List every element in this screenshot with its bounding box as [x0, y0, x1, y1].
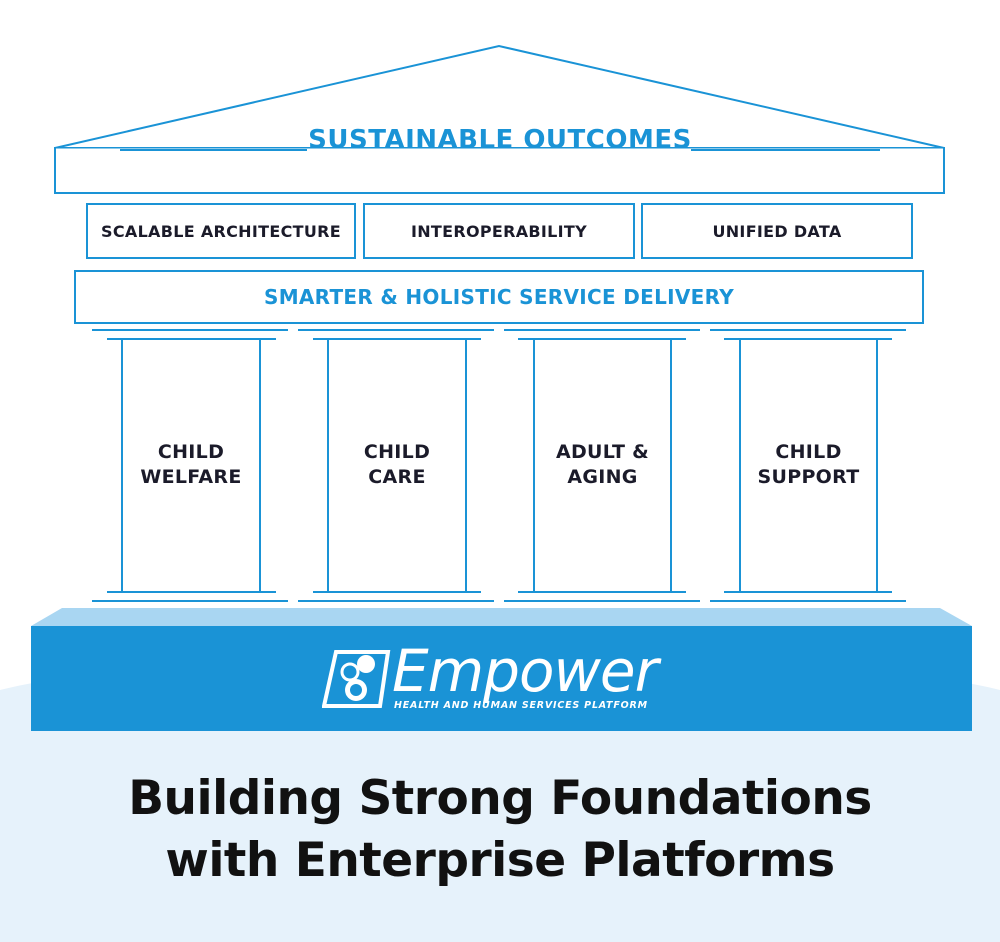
pillar-label-line1: CHILD	[775, 441, 842, 463]
pillar-label-line2: AGING	[567, 466, 638, 488]
service-delivery-band: SMARTER & HOLISTIC SERVICE DELIVERY	[74, 270, 924, 324]
empower-logo-word: Empower	[392, 637, 658, 705]
capability-interoperability: INTEROPERABILITY	[363, 203, 635, 259]
pillar-child-support-label: CHILD SUPPORT	[740, 440, 877, 490]
empower-logo: Empower HEALTH AND HUMAN SERVICES PLATFO…	[322, 638, 702, 716]
headline-line1: Building Strong Foundations	[128, 771, 872, 826]
pillars-graphic	[92, 329, 906, 602]
empower-logo-tagline: HEALTH AND HUMAN SERVICES PLATFORM	[394, 700, 648, 711]
capability-label: SCALABLE ARCHITECTURE	[101, 221, 341, 241]
pillar-child-care-label: CHILD CARE	[328, 440, 466, 490]
pillar-child-support-column	[710, 329, 906, 602]
pillar-child-welfare-label: CHILD WELFARE	[122, 440, 260, 490]
empower-people-icon	[322, 650, 391, 708]
foundation-base	[31, 626, 972, 731]
pillar-label-line1: CHILD	[363, 441, 431, 463]
capability-label: INTEROPERABILITY	[410, 221, 588, 241]
service-delivery-label: SMARTER & HOLISTIC SERVICE DELIVERY	[264, 285, 734, 309]
capability-unified-data: UNIFIED DATA	[641, 203, 913, 259]
pillar-adult-aging-label: ADULT & AGING	[534, 440, 671, 490]
roof-pediment	[54, 44, 945, 194]
pillar-child-welfare-column	[92, 329, 288, 602]
pillar-child-care-column	[298, 329, 494, 602]
pillar-label-line2: WELFARE	[140, 466, 242, 488]
pillar-label-line1: CHILD	[157, 441, 225, 463]
pillar-adult-aging-column	[504, 329, 700, 602]
roof-title: SUSTAINABLE OUTCOMES	[308, 125, 692, 155]
capability-scalable-architecture: SCALABLE ARCHITECTURE	[86, 203, 356, 259]
page-headline: Building Strong Foundations with Enterpr…	[0, 768, 1000, 892]
capability-label: UNIFIED DATA	[712, 221, 842, 241]
pillar-label-line1: ADULT &	[555, 441, 650, 463]
pillar-label-line2: SUPPORT	[757, 466, 860, 488]
pillar-label-line2: CARE	[368, 466, 426, 488]
headline-line2: with Enterprise Platforms	[165, 833, 835, 888]
